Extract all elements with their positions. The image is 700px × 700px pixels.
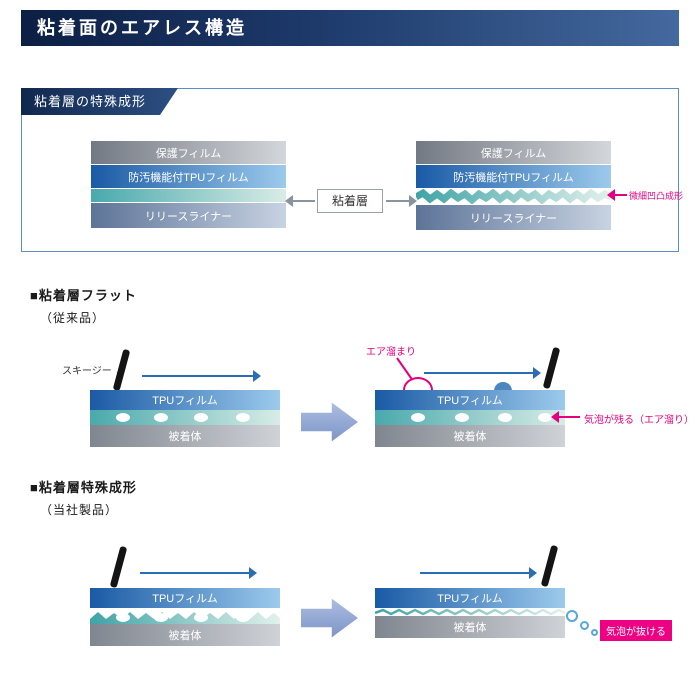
residual-bubble-arrow-icon xyxy=(551,411,580,423)
substrate-layer: 被着体 xyxy=(375,425,565,447)
molded-adhesive-layer xyxy=(416,189,611,204)
squeegee-icon xyxy=(542,346,561,390)
squeegee-icon xyxy=(109,545,128,589)
air-bubble xyxy=(455,413,469,422)
flat-section-heading: ■粘着層フラット xyxy=(30,288,137,303)
air-bubble xyxy=(236,613,250,622)
escaping-bubble xyxy=(566,610,578,622)
special-molding-panel: 粘着層の特殊成形 保護フィルム 防汚機能付TPUフィルム リリースライナー 保護… xyxy=(21,88,683,252)
molded-section-heading: ■粘着層特殊成形 xyxy=(30,480,137,495)
escaping-bubble xyxy=(591,629,598,636)
adhesive-band xyxy=(90,410,280,425)
substrate-layer: 被着体 xyxy=(90,624,280,646)
air-bubble xyxy=(194,613,208,622)
air-bubble xyxy=(411,413,425,422)
tpu-film-layer: 防汚機能付TPUフィルム xyxy=(91,165,286,188)
substrate-layer: 被着体 xyxy=(90,425,280,447)
bubble-escapes-badge: 気泡が抜ける xyxy=(600,620,672,641)
adhesive-band xyxy=(375,410,565,425)
molded-section-subheading: （当社製品） xyxy=(40,503,119,517)
air-bubble xyxy=(154,413,168,422)
air-bubble xyxy=(194,413,208,422)
air-bubble xyxy=(116,613,130,622)
air-bubble xyxy=(538,413,552,422)
flat-after-stack: TPUフィルム 被着体 xyxy=(375,390,565,447)
panel-tag: 粘着層の特殊成形 xyxy=(21,88,178,115)
adhesive-layer-label: 粘着層 xyxy=(317,189,383,213)
micro-molding-note: 微細凹凸成形 xyxy=(629,191,684,201)
compressed-adhesive-band xyxy=(375,608,565,616)
air-bubble xyxy=(236,413,250,422)
protect-film-layer: 保護フィルム xyxy=(91,141,286,164)
tpu-film-layer: TPUフィルム xyxy=(90,588,280,608)
flat-layer-stack: 保護フィルム 防汚機能付TPUフィルム リリースライナー xyxy=(91,141,286,229)
trapped-bubble-bump xyxy=(494,382,512,391)
substrate-layer: 被着体 xyxy=(375,616,565,638)
air-pocket-leader-line xyxy=(396,357,414,381)
tpu-film-layer: TPUフィルム xyxy=(90,390,280,410)
tpu-film-layer: TPUフィルム xyxy=(375,588,565,608)
release-liner-layer: リリースライナー xyxy=(91,203,286,228)
residual-bubble-note: 気泡が残る（エア溜り） xyxy=(584,415,694,426)
molded-adhesive-band xyxy=(90,608,280,624)
squeegee-label: スキージー → xyxy=(62,366,125,377)
arrow-to-molded-icon xyxy=(386,195,417,207)
transition-arrow-icon xyxy=(301,598,358,638)
motion-arrow-icon xyxy=(142,370,261,382)
tpu-film-layer: 防汚機能付TPUフィルム xyxy=(416,165,611,188)
air-bubble xyxy=(116,413,130,422)
motion-arrow-icon xyxy=(140,567,257,579)
air-bubble xyxy=(154,613,168,622)
protect-film-layer: 保護フィルム xyxy=(416,141,611,164)
flat-before-stack: TPUフィルム 被着体 xyxy=(90,390,280,447)
escaping-bubble xyxy=(580,621,589,630)
motion-arrow-icon xyxy=(424,367,541,379)
air-bubble xyxy=(498,413,512,422)
transition-arrow-icon xyxy=(301,402,358,442)
wavy-adhesive-icon xyxy=(90,612,280,624)
molded-before-stack: TPUフィルム 被着体 xyxy=(90,588,280,646)
molded-layer-stack: 保護フィルム 防汚機能付TPUフィルム リリースライナー xyxy=(416,141,611,231)
adhesive-layer xyxy=(91,189,286,202)
air-pocket-label: エア溜まり xyxy=(366,347,416,358)
release-liner-layer: リリースライナー xyxy=(416,205,611,230)
arrow-to-flat-icon xyxy=(285,195,315,207)
molded-after-stack: TPUフィルム 被着体 xyxy=(375,588,565,638)
thin-wavy-adhesive-icon xyxy=(375,608,565,616)
molding-note-arrow-icon xyxy=(607,189,627,201)
page-title: 粘着面のエアレス構造 xyxy=(21,10,679,46)
squeegee-icon xyxy=(540,544,559,588)
flat-section-subheading: （従来品） xyxy=(40,311,106,325)
tpu-film-layer: TPUフィルム xyxy=(375,390,565,410)
motion-arrow-icon xyxy=(420,567,537,579)
